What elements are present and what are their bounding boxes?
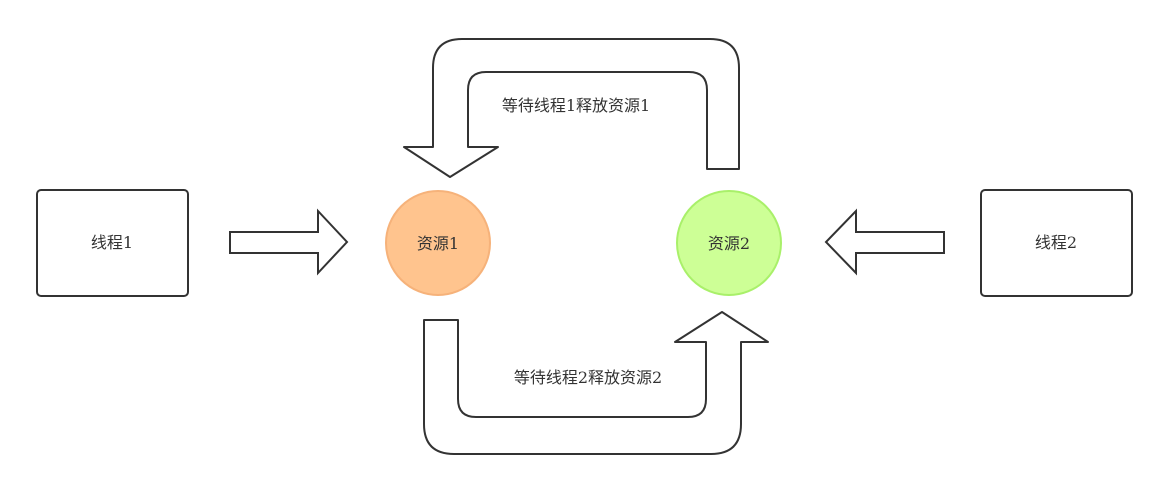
- resource1-circle: [385, 190, 491, 296]
- thread2-label: 线程2: [1035, 233, 1077, 252]
- thread2-box: [980, 189, 1133, 297]
- thread1-box: [36, 189, 189, 297]
- resource2-node: 资源2: [676, 190, 782, 296]
- thread1-node: 线程1: [36, 189, 189, 297]
- top-loop-arrow: [403, 38, 740, 178]
- resource2-circle: [676, 190, 782, 296]
- thread2-node: 线程2: [980, 189, 1133, 297]
- resource1-node: 资源1: [385, 190, 491, 296]
- thread1-label: 线程1: [91, 233, 133, 252]
- bottom-loop-arrow: [423, 311, 769, 455]
- thread1-to-resource1-arrow: [229, 208, 349, 276]
- resource2-label: 资源2: [708, 234, 750, 253]
- bottom-loop-label: 等待线程2释放资源2: [514, 368, 662, 387]
- thread2-to-resource2-arrow: [824, 208, 945, 276]
- top-loop-label: 等待线程1释放资源1: [502, 96, 650, 115]
- resource1-label: 资源1: [417, 234, 459, 253]
